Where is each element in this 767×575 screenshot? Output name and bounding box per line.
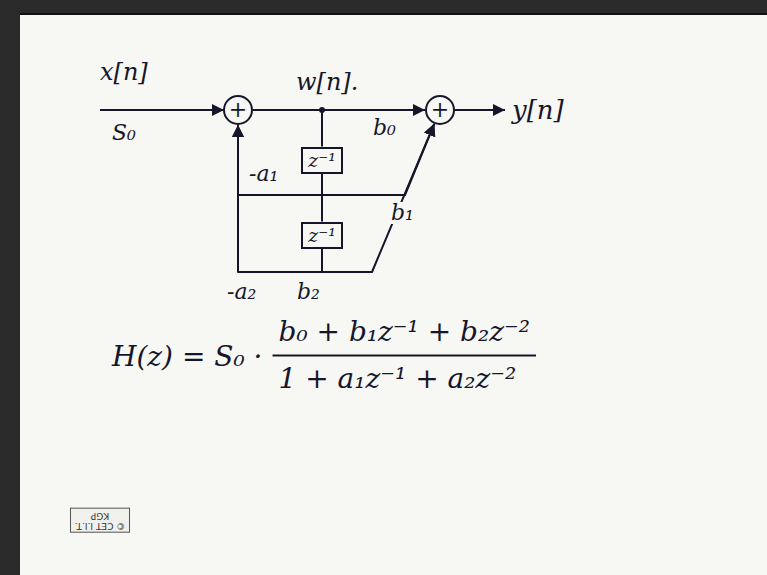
fraction-bar [273,355,536,357]
formula-numerator: b₀ + b₁z⁻¹ + b₂z⁻² [279,318,530,346]
signal-path [253,110,322,147]
delay-box: z⁻¹ [301,222,343,249]
paper-edge [20,13,767,15]
signal-path [322,124,434,272]
paper-sheet [20,14,767,575]
signal-name: w[n]. [296,70,358,94]
delay-box: z⁻¹ [301,147,343,174]
input-wire [100,109,224,111]
gain-label: -a₂ [226,281,257,303]
adder-circle: + [425,95,455,125]
sum-sign: + [431,99,449,121]
adder-ring [224,96,252,124]
delay-frame [302,148,342,173]
output-wire [454,109,505,111]
gain-label: b₂ [296,281,321,303]
formula-denominator: 1 + a₁z⁻¹ + a₂z⁻² [279,365,517,393]
watermark: © CET I.I.T. KGP [70,508,130,533]
gain-label: b₁ [390,202,415,224]
adder-ring [426,96,454,124]
delay-frame [302,223,342,248]
gain-label: -a₁ [248,163,279,185]
delay-operator: z⁻¹ [308,226,336,245]
signal-name: x[n] [100,60,148,84]
delay-operator: z⁻¹ [308,151,336,170]
gain-name: S₀ [112,122,136,144]
signal-name: y[n] [512,97,564,123]
formula-text: H(z) = S₀ · [112,343,263,371]
gain-label: b₀ [372,117,397,139]
adder-circle: + [223,95,253,125]
sum-sign: + [229,99,247,121]
